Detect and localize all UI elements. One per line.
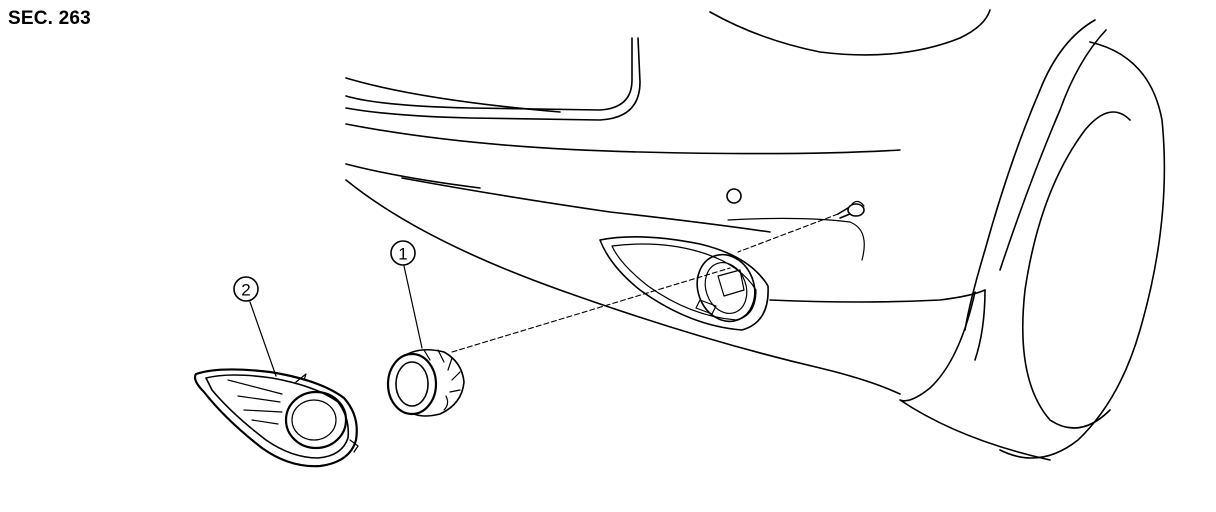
assembly-line-screw [737,213,839,253]
fog-lamp-finisher-part [193,368,359,468]
callout-leader-2 [249,301,277,377]
section-label: SEC. 263 [8,8,91,29]
assembly-line-lamp [451,267,731,353]
bumper-body [345,9,1166,461]
fog-lamp-part [386,348,465,417]
fog-lamp-opening [599,236,769,331]
screw [837,200,865,219]
callout-leader-1 [403,265,423,349]
callout-1-number: 1 [398,245,407,264]
callout-2-number: 2 [241,281,250,300]
callout-2: 2 [233,276,259,302]
callout-1: 1 [390,240,416,266]
